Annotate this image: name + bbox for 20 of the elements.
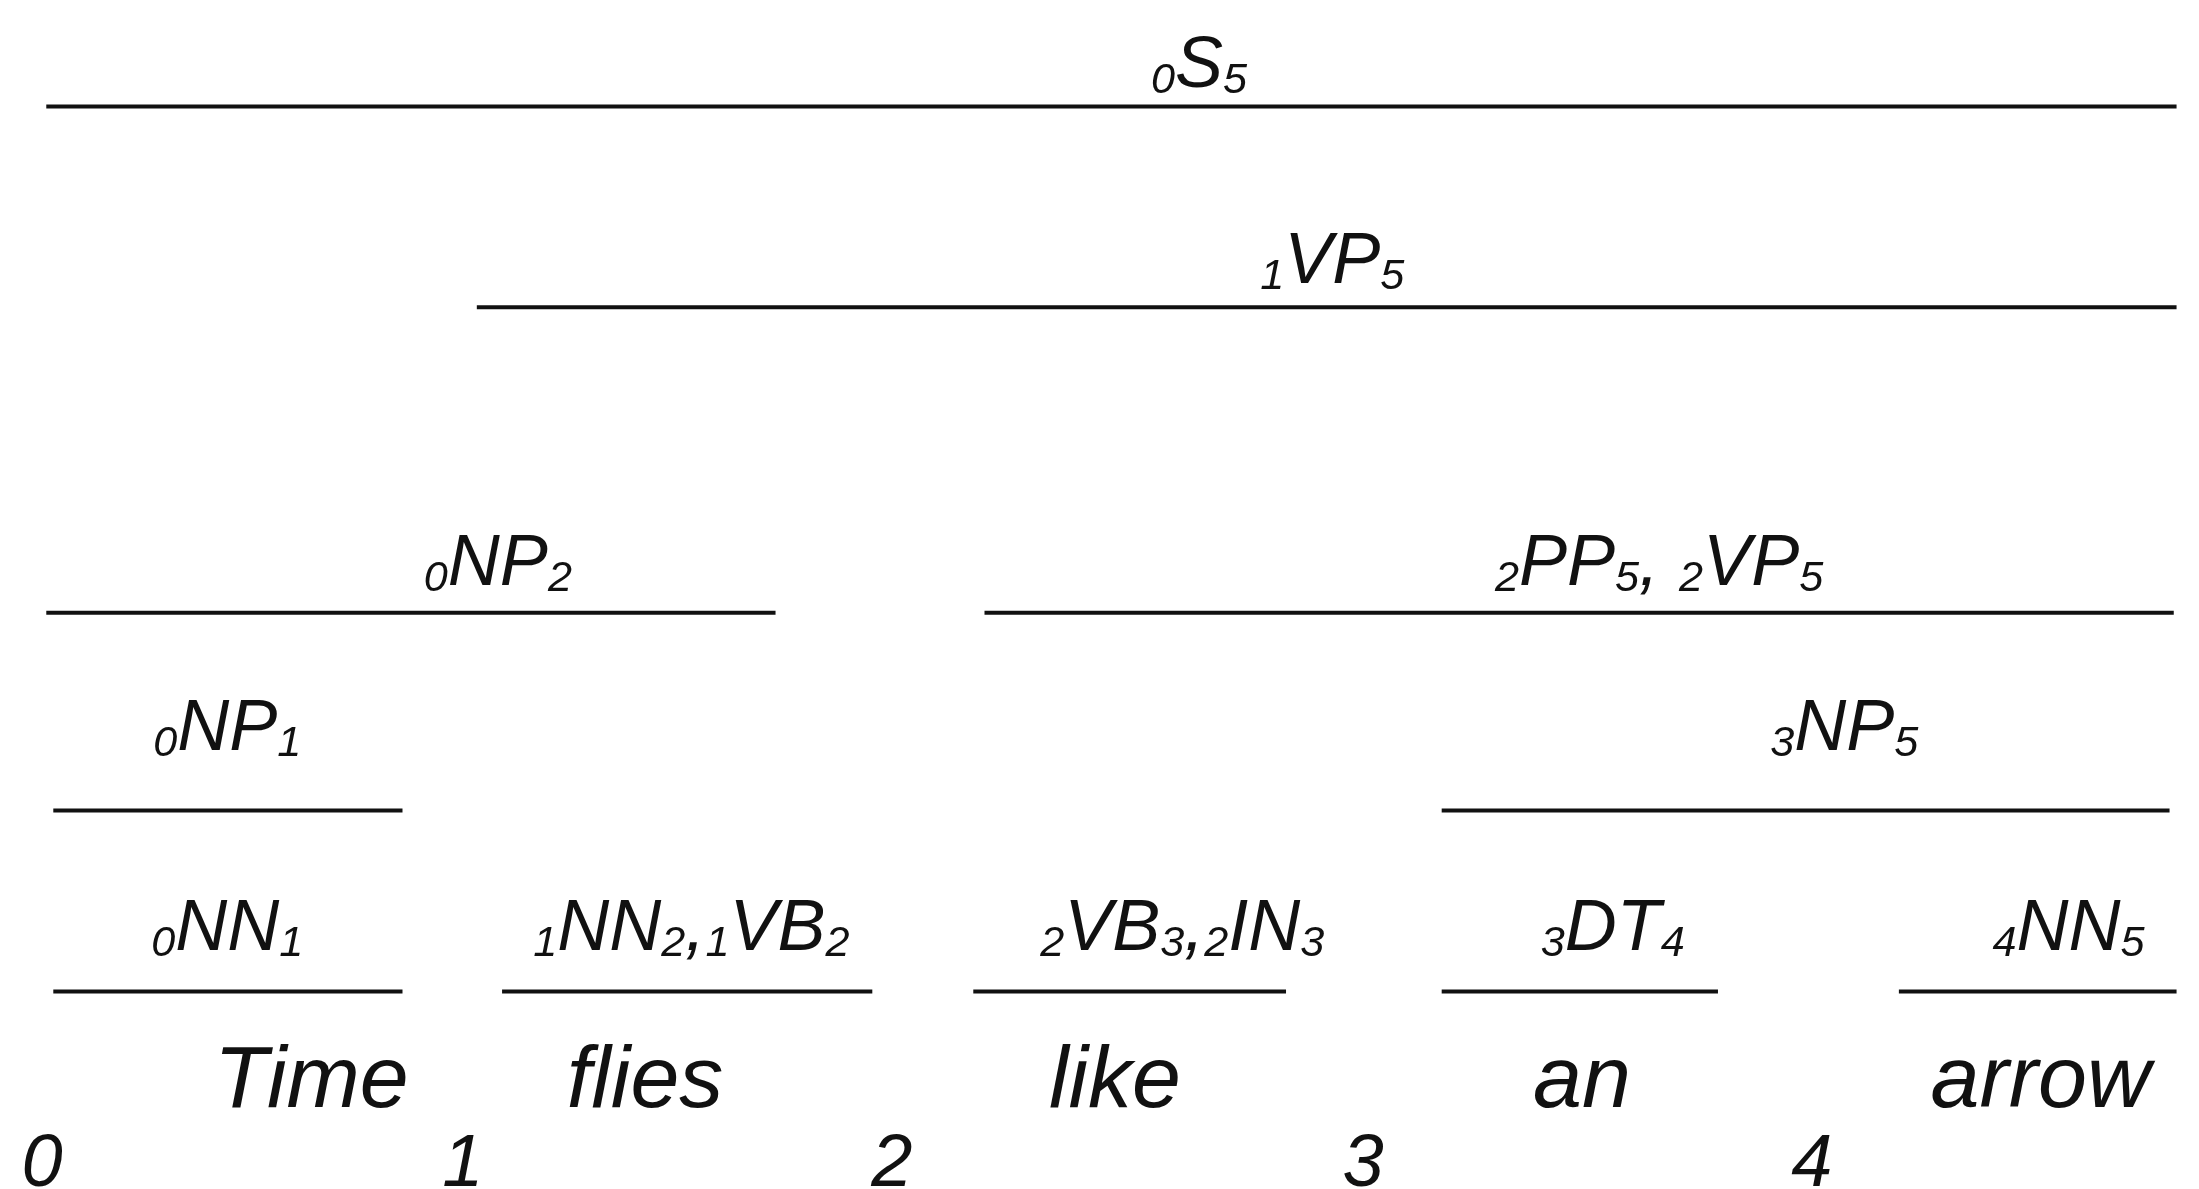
span-label: $_{1}$VP$_{5}$: [1260, 219, 1405, 300]
position-number: 1: [442, 1120, 484, 1189]
word-label: an: [1533, 1028, 1631, 1126]
span-label: $_{4}$NN$_{5}$: [1992, 885, 2145, 966]
position-number: 3: [1342, 1120, 1384, 1189]
span-label: $_{0}$S$_{5}$: [1151, 23, 1248, 104]
span-label: $_{3}$DT$_{4}$: [1540, 885, 1685, 966]
position-number: 2: [871, 1120, 913, 1189]
span-label: $_{3}$NP$_{5}$: [1770, 686, 1919, 767]
word-label: Time: [213, 1028, 409, 1126]
span-label: $_{0}$NP$_{2}$: [423, 521, 572, 601]
span-label: $_{0}$NP$_{1}$: [153, 686, 302, 767]
position-number: 4: [1791, 1120, 1833, 1189]
span-label: $_{0}$NN$_{1}$: [151, 885, 304, 966]
word-label: flies: [566, 1028, 724, 1126]
word-label: like: [1048, 1028, 1181, 1126]
span-label: $_{2}$VB$_{3}$,$_{2}$IN$_{3}$: [1040, 885, 1325, 966]
span-label: $_{1}$NN$_{2}$,$_{1}$VB$_{2}$: [533, 885, 850, 966]
position-number: 0: [21, 1120, 63, 1189]
span-label: $_{2}$PP$_{5}$, $_{2}$VP$_{5}$: [1494, 521, 1824, 601]
